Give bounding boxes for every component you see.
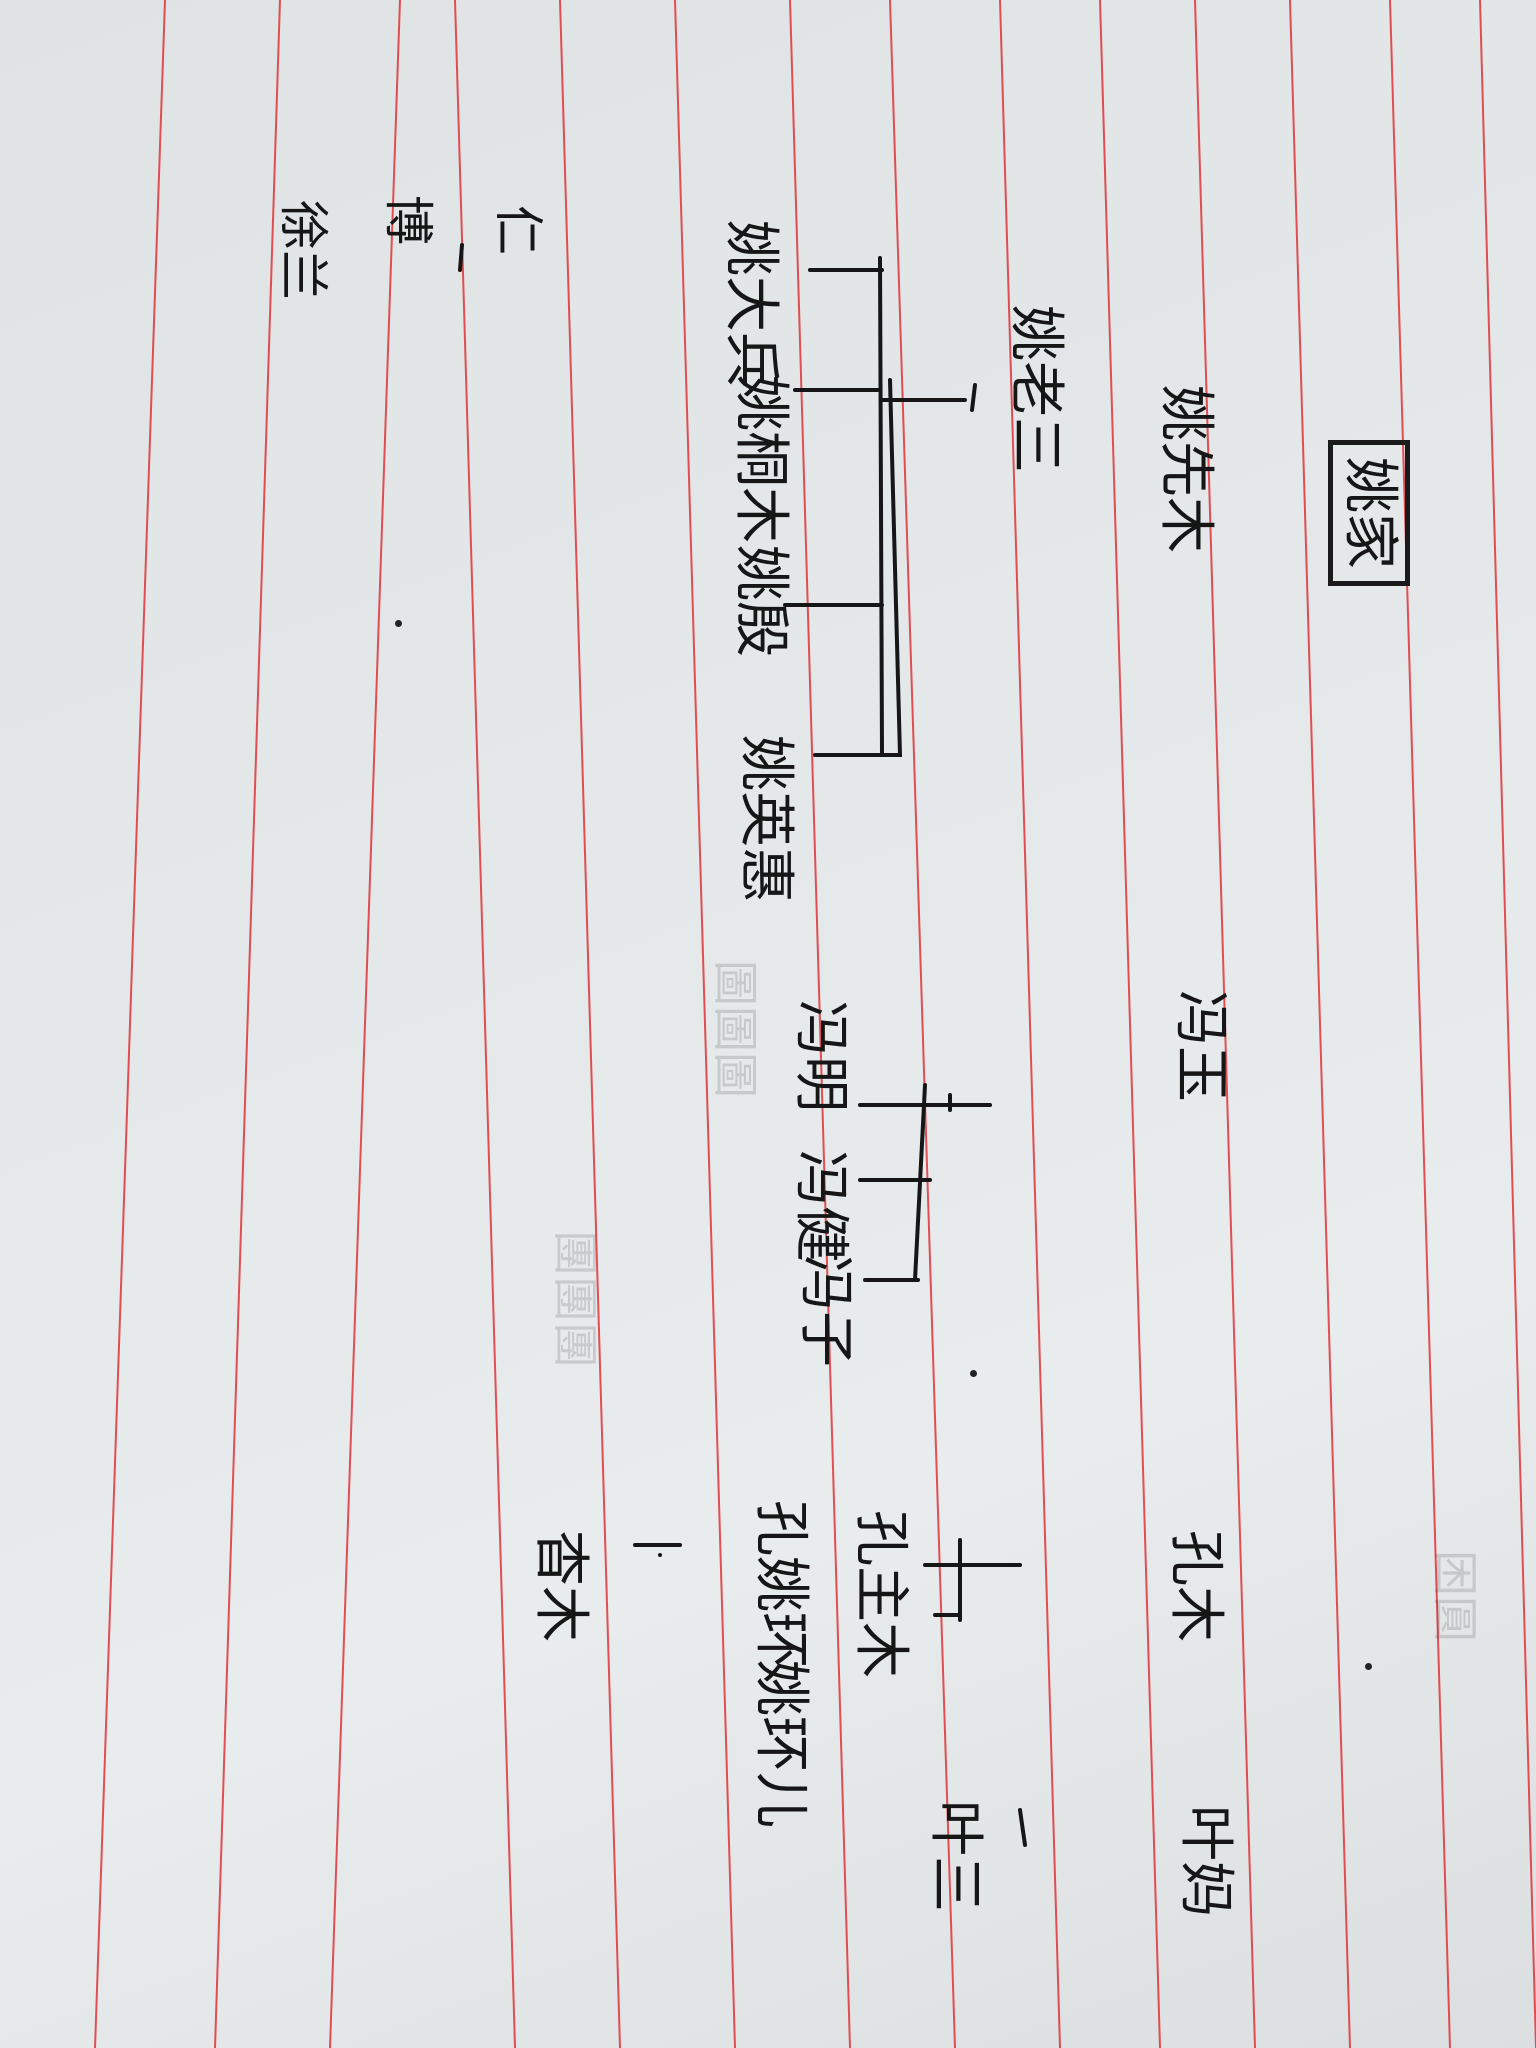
rule-line	[999, 0, 1061, 2048]
ink-dot	[970, 1370, 977, 1377]
ink-dot	[395, 620, 402, 627]
rule-line	[94, 0, 166, 2048]
rule-line	[1194, 0, 1256, 2048]
rule-line	[674, 0, 736, 2048]
name-feng-yu: 冯玉	[1168, 990, 1233, 1102]
page-title: 姚家	[1328, 440, 1410, 586]
rule-line	[454, 0, 516, 2048]
rule-line	[789, 0, 851, 2048]
rule-line	[214, 0, 281, 2048]
name-yao-xianmu: 姚先木	[1153, 385, 1218, 553]
name-feng-zi: 冯子	[793, 1255, 858, 1367]
name-ye-san: 叶三	[923, 1800, 988, 1912]
rule-line	[329, 0, 401, 2048]
ink-dot	[1365, 1663, 1372, 1670]
rule-line	[559, 0, 621, 2048]
name-yao-yin: 姚殷	[728, 545, 793, 657]
name-yao-dabing: 姚大兵	[718, 220, 783, 388]
rule-line	[889, 0, 956, 2048]
rule-line	[1389, 0, 1451, 2048]
name-feng-ming: 冯明	[788, 1000, 853, 1112]
name-ren: 仁	[489, 205, 547, 255]
name-kong-yao: 孔姚环	[748, 1500, 813, 1668]
name-yao-yinghui: 姚英惠	[733, 735, 798, 903]
name-kong-mu: 孔木	[1163, 1530, 1228, 1642]
name-yao-huan: 姚环儿	[748, 1660, 813, 1828]
rule-line	[1289, 0, 1351, 2048]
name-ye-ma: 叶妈	[1173, 1805, 1238, 1917]
rule-line	[1479, 0, 1536, 2048]
rule-line	[1099, 0, 1161, 2048]
name-bo: 博	[379, 195, 437, 245]
name-yao-laosan: 姚老三	[1003, 305, 1068, 473]
name-huamu: 杳木	[528, 1530, 593, 1642]
name-yao-tongmu: 姚桐木	[728, 375, 793, 543]
name-feng-jian: 冯健	[788, 1150, 853, 1262]
name-xu-lan: 徐兰	[274, 200, 332, 300]
name-kong-zhu: 孔主木	[848, 1510, 913, 1678]
